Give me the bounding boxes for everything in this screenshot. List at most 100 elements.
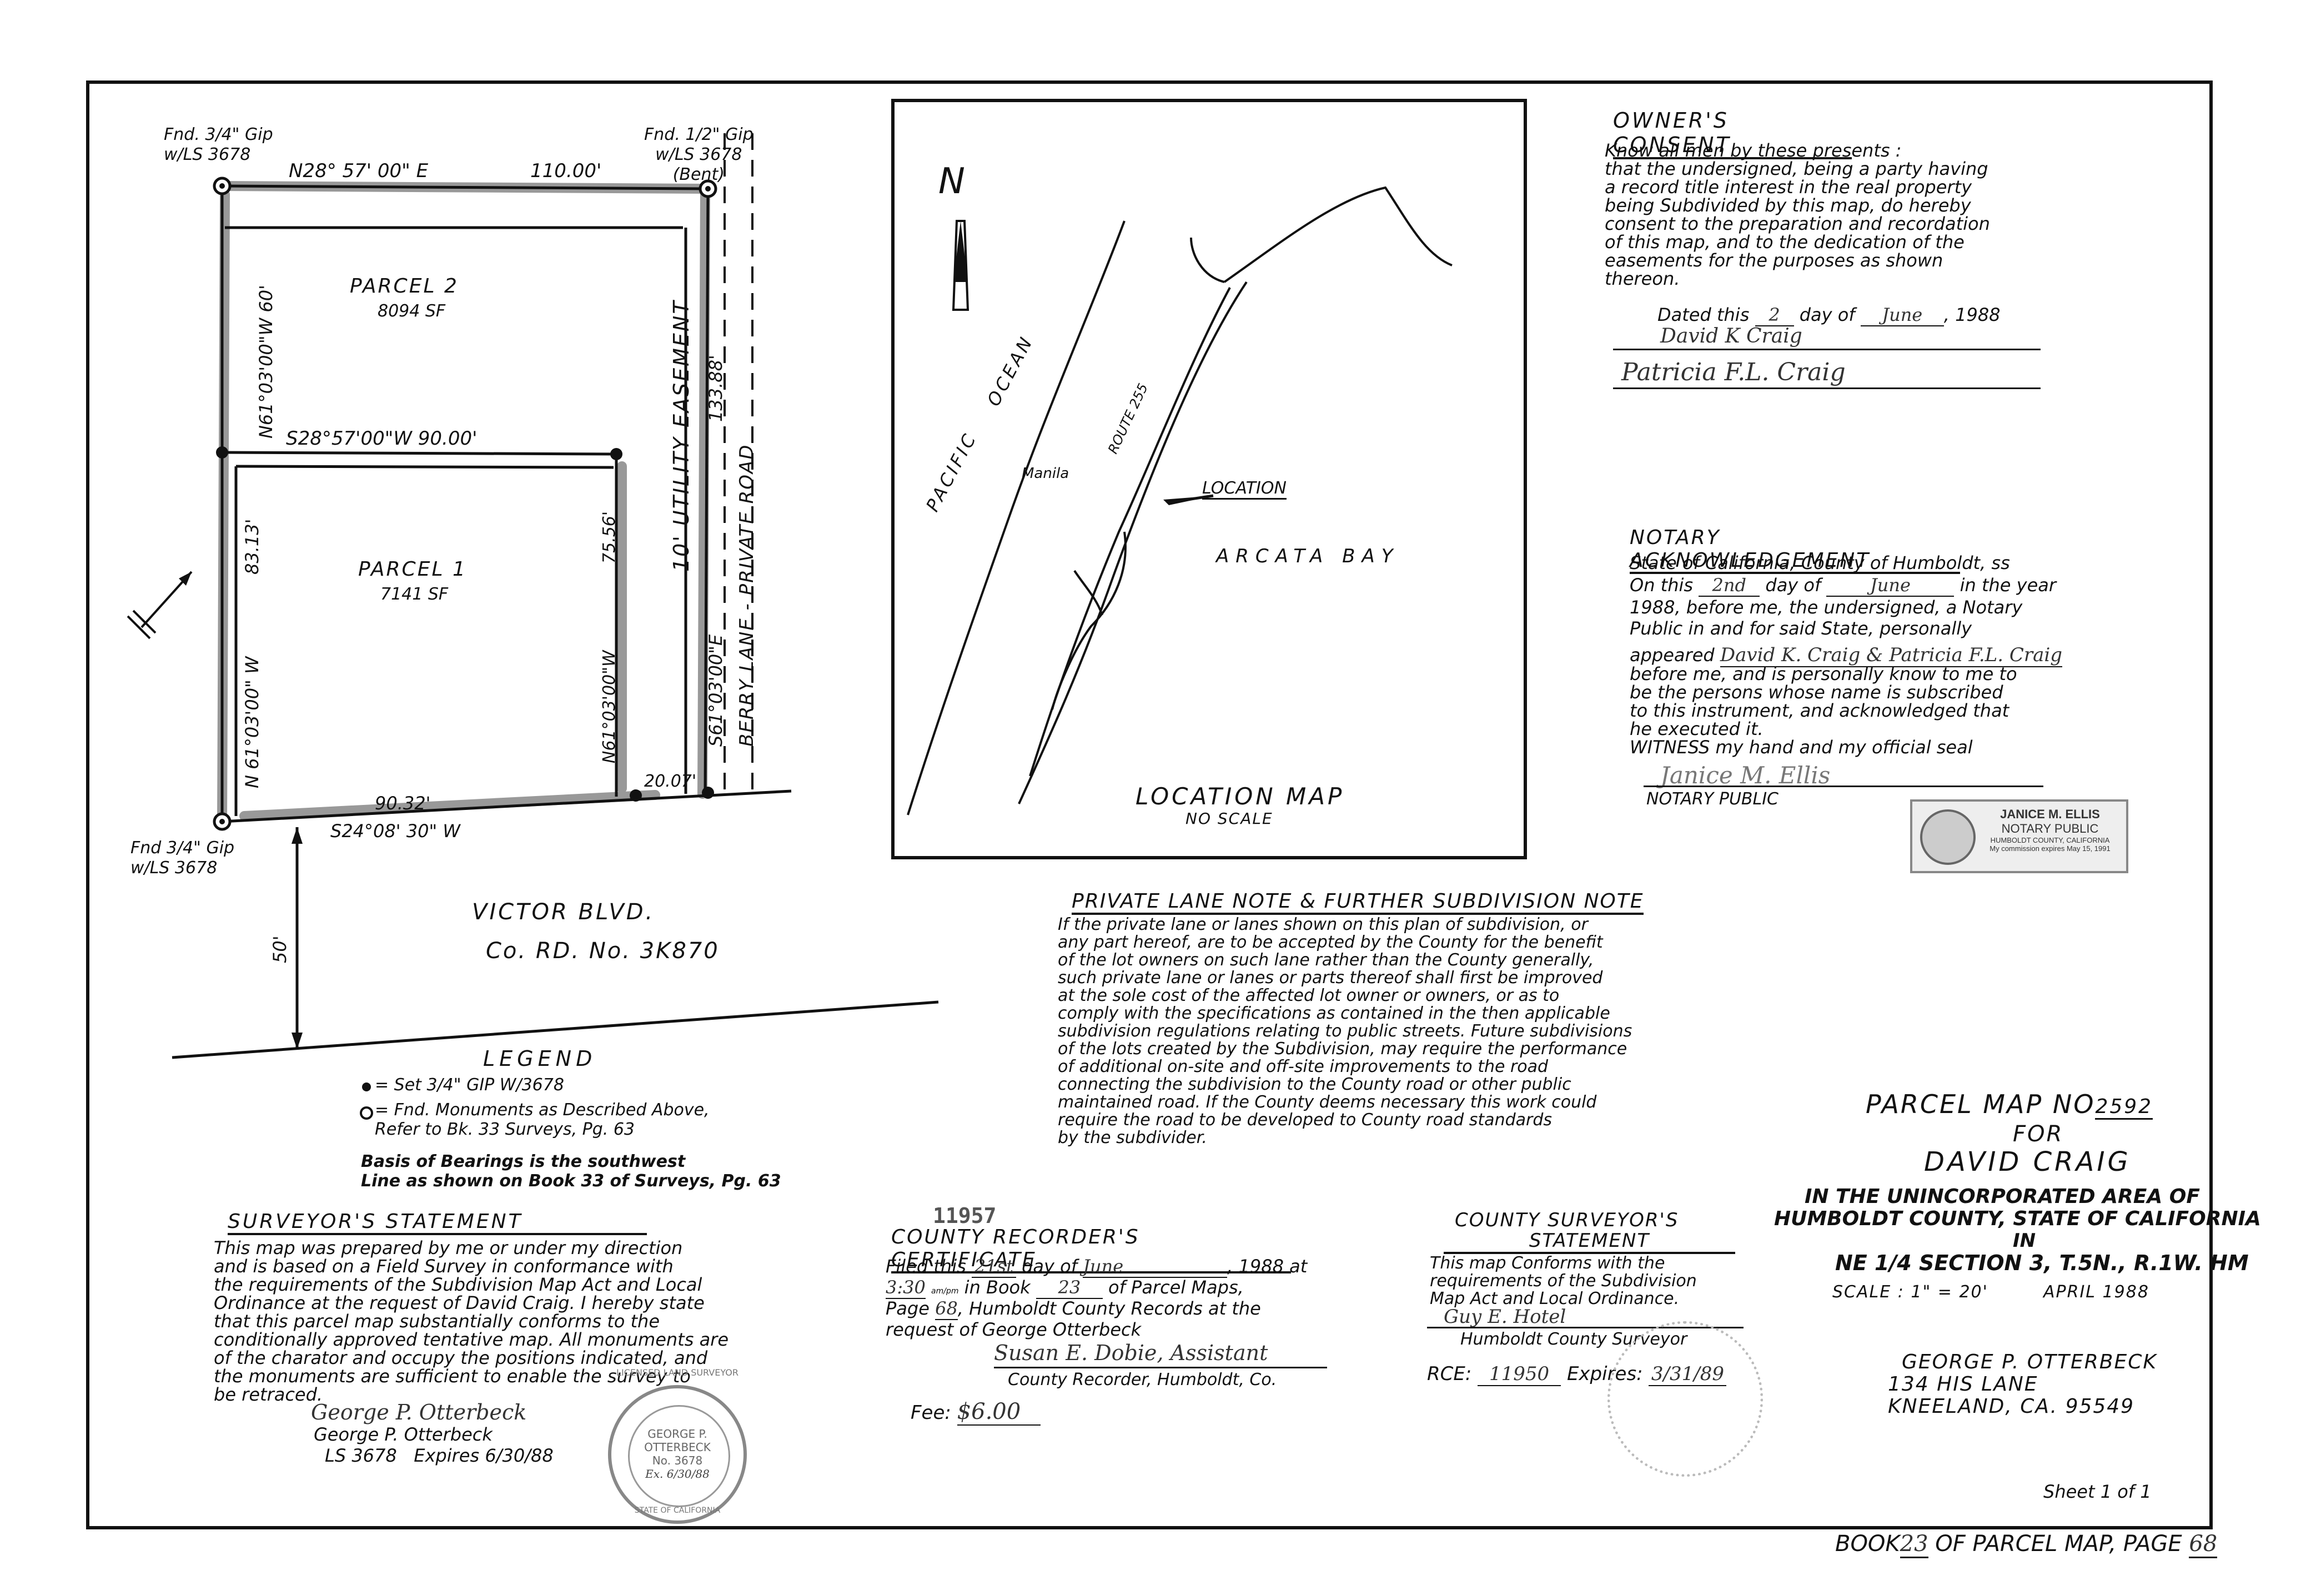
county-surveyor-text: This map Conforms with the requirements … xyxy=(1430,1253,1697,1308)
notary-stamp-seal xyxy=(1920,809,1976,865)
rce-label: RCE: xyxy=(1427,1363,1472,1385)
title-in: IN xyxy=(2013,1230,2036,1252)
private-lane-text: If the private lane or lanes shown on th… xyxy=(1058,915,1632,1147)
location-map-scale: NO SCALE xyxy=(1185,809,1273,828)
county-surveyor-title2: STATEMENT xyxy=(1444,1230,1735,1254)
surveyor-block-address2: KNEELAND, CA. 95549 xyxy=(1888,1395,2135,1418)
top-distance: 110.00' xyxy=(530,160,602,182)
notary-public-label: NOTARY PUBLIC xyxy=(1646,789,1779,809)
footer-book: 23 xyxy=(1900,1531,1928,1558)
notary-signature: Janice M. Ellis xyxy=(1660,762,1831,789)
seal-outer-bottom: STATE OF CALIFORNIA xyxy=(634,1506,721,1515)
plat-drawing xyxy=(127,133,939,1059)
location-map-north: N xyxy=(938,161,965,202)
recorder-fee-line: Fee: $6.00 xyxy=(911,1399,1041,1426)
bottom-distance: 90.32' xyxy=(375,793,431,814)
parcel2-name: PARCEL 2 xyxy=(350,275,459,298)
left-lower-bearing: N 61°03'00" W xyxy=(242,656,263,788)
surveyor-ls: LS 3678 Expires 6/30/88 xyxy=(325,1445,554,1466)
title-date: APRIL 1988 xyxy=(2043,1282,2149,1302)
recorder-line3: Page 68, Humboldt County Records at the xyxy=(886,1298,1261,1320)
stamp-expires: My commission expires May 15, 1991 xyxy=(1990,844,2111,853)
owner-signature-2: Patricia F.L. Craig xyxy=(1621,358,1846,386)
notary-stamp: JANICE M. ELLIS NOTARY PUBLIC HUMBOLDT C… xyxy=(1910,799,2128,873)
stamp-title: NOTARY PUBLIC xyxy=(2001,822,2099,835)
county-surveyor-title1: COUNTY SURVEYOR'S xyxy=(1455,1209,1679,1231)
surveyor-title: SURVEYOR'S STATEMENT xyxy=(228,1210,647,1235)
recorder-day: 21st xyxy=(971,1256,1016,1278)
surveyor-text: This map was prepared by me or under my … xyxy=(214,1237,729,1405)
notary-day-of: day of xyxy=(1765,575,1821,596)
notary-names: David K. Craig & Patricia F.L. Craig xyxy=(1720,644,2062,667)
recorder-records: , Humboldt County Records at the xyxy=(957,1298,1261,1319)
owners-consent-dated: Dated this 2 day of June, 1988 xyxy=(1657,304,2001,326)
recorder-in-book: in Book xyxy=(964,1277,1031,1298)
title-for: FOR xyxy=(2013,1121,2064,1147)
road-width: 50' xyxy=(269,935,290,963)
recorder-year: , 1988 at xyxy=(1227,1256,1308,1277)
legend-item1: = Set 3/4" GIP W/3678 xyxy=(375,1075,564,1095)
recorder-number: 11957 xyxy=(933,1204,997,1228)
county-surveyor-signature-line xyxy=(1427,1327,1744,1328)
recorder-fee-label: Fee: xyxy=(911,1402,951,1424)
dated-prefix: Dated this xyxy=(1657,304,1750,325)
notary-appeared: appeared xyxy=(1630,645,1715,666)
sheet-number: Sheet 1 of 1 xyxy=(2043,1481,2152,1502)
notary-witness: WITNESS my hand and my official seal xyxy=(1630,737,1973,758)
book-page-footer: BOOK23 OF PARCEL MAP, PAGE 68 xyxy=(1835,1531,2218,1558)
bottom-bearing: S24°08' 30" W xyxy=(330,820,460,842)
recorder-time: 3:30 xyxy=(886,1277,926,1299)
notary-month: June xyxy=(1826,575,1955,597)
legend-set-icon xyxy=(362,1083,371,1091)
inner-distance: 75.56' xyxy=(600,511,619,563)
easement-label: 10' UTILITY EASEMENT xyxy=(669,299,694,572)
recorder-filed: Filed this xyxy=(886,1256,966,1277)
east-distance: 133.88' xyxy=(705,355,726,422)
footer-book-label: BOOK xyxy=(1835,1531,1900,1557)
seal-name2: OTTERBECK xyxy=(644,1441,711,1454)
surveyor-block-address1: 134 HIS LANE xyxy=(1888,1373,2038,1396)
recorder-month: June xyxy=(1083,1256,1228,1278)
location-map-drawing xyxy=(907,186,1453,815)
recorder-title: COUNTY RECORDER'S CERTIFICATE xyxy=(891,1226,1291,1273)
recorder-line1: Filed this 21st day of June, 1988 at xyxy=(886,1256,1307,1278)
county-surveyor-seal xyxy=(1607,1321,1763,1477)
notary-on-this: On this xyxy=(1630,575,1694,596)
notary-body: before me, and is personally know to me … xyxy=(1630,663,2017,739)
notary-in-year: in the year xyxy=(1960,575,2057,596)
notary-day: 2nd xyxy=(1699,575,1760,597)
owner-signature-line-1 xyxy=(1613,349,2041,350)
surveyor-name: George P. Otterbeck xyxy=(314,1424,493,1445)
title-owner: DAVID CRAIG xyxy=(1924,1146,2131,1177)
notary-title: NOTARY ACKNOWLEDGEMENT xyxy=(1630,526,1960,574)
dated-day-of: day of xyxy=(1799,304,1855,325)
location-label: LOCATION xyxy=(1202,479,1287,500)
inner-bearing: N61°03'00"W xyxy=(600,650,619,763)
arcata-bay-label: ARCATA BAY xyxy=(1216,545,1400,567)
notary-line2: On this 2nd day of June in the year xyxy=(1630,575,2056,597)
map-border xyxy=(86,80,2213,1529)
footer-page: 68 xyxy=(2189,1531,2218,1558)
seal-no: No. 3678 xyxy=(652,1454,703,1467)
recorder-line2: 3:30 am/pm in Book 23 of Parcel Maps, xyxy=(886,1277,1244,1299)
recorder-page: 68 xyxy=(935,1298,958,1320)
notary-line1: State of California, County of Humboldt,… xyxy=(1630,552,2010,573)
private-lane-title: PRIVATE LANE NOTE & FURTHER SUBDIVISION … xyxy=(1072,890,1644,915)
recorder-ampm: am/pm xyxy=(931,1287,959,1296)
recorder-day-of: day of xyxy=(1022,1256,1077,1277)
notary-line4: Public in and for said State, personally xyxy=(1630,618,1972,639)
legend-title: LEGEND xyxy=(483,1046,597,1071)
left-lower-distance: 83.13' xyxy=(242,518,263,575)
owner-signature-line-2 xyxy=(1613,387,2041,389)
top-bearing: N28° 57' 00" E xyxy=(289,160,429,182)
berry-lane-label: BERRY LANE - PRIVATE ROAD xyxy=(736,444,758,747)
parcel-map-label: PARCEL MAP NO xyxy=(1866,1089,2096,1119)
stamp-name: JANICE M. ELLIS xyxy=(2000,807,2100,821)
basis-of-bearings: Basis of Bearings is the southwest Line … xyxy=(361,1152,781,1191)
county-surveyor-signature: Guy E. Hotel xyxy=(1444,1306,1566,1328)
parcel1-name: PARCEL 1 xyxy=(358,558,467,581)
rce-number: 11950 xyxy=(1478,1363,1561,1386)
road-name: VICTOR BLVD. xyxy=(472,899,655,925)
